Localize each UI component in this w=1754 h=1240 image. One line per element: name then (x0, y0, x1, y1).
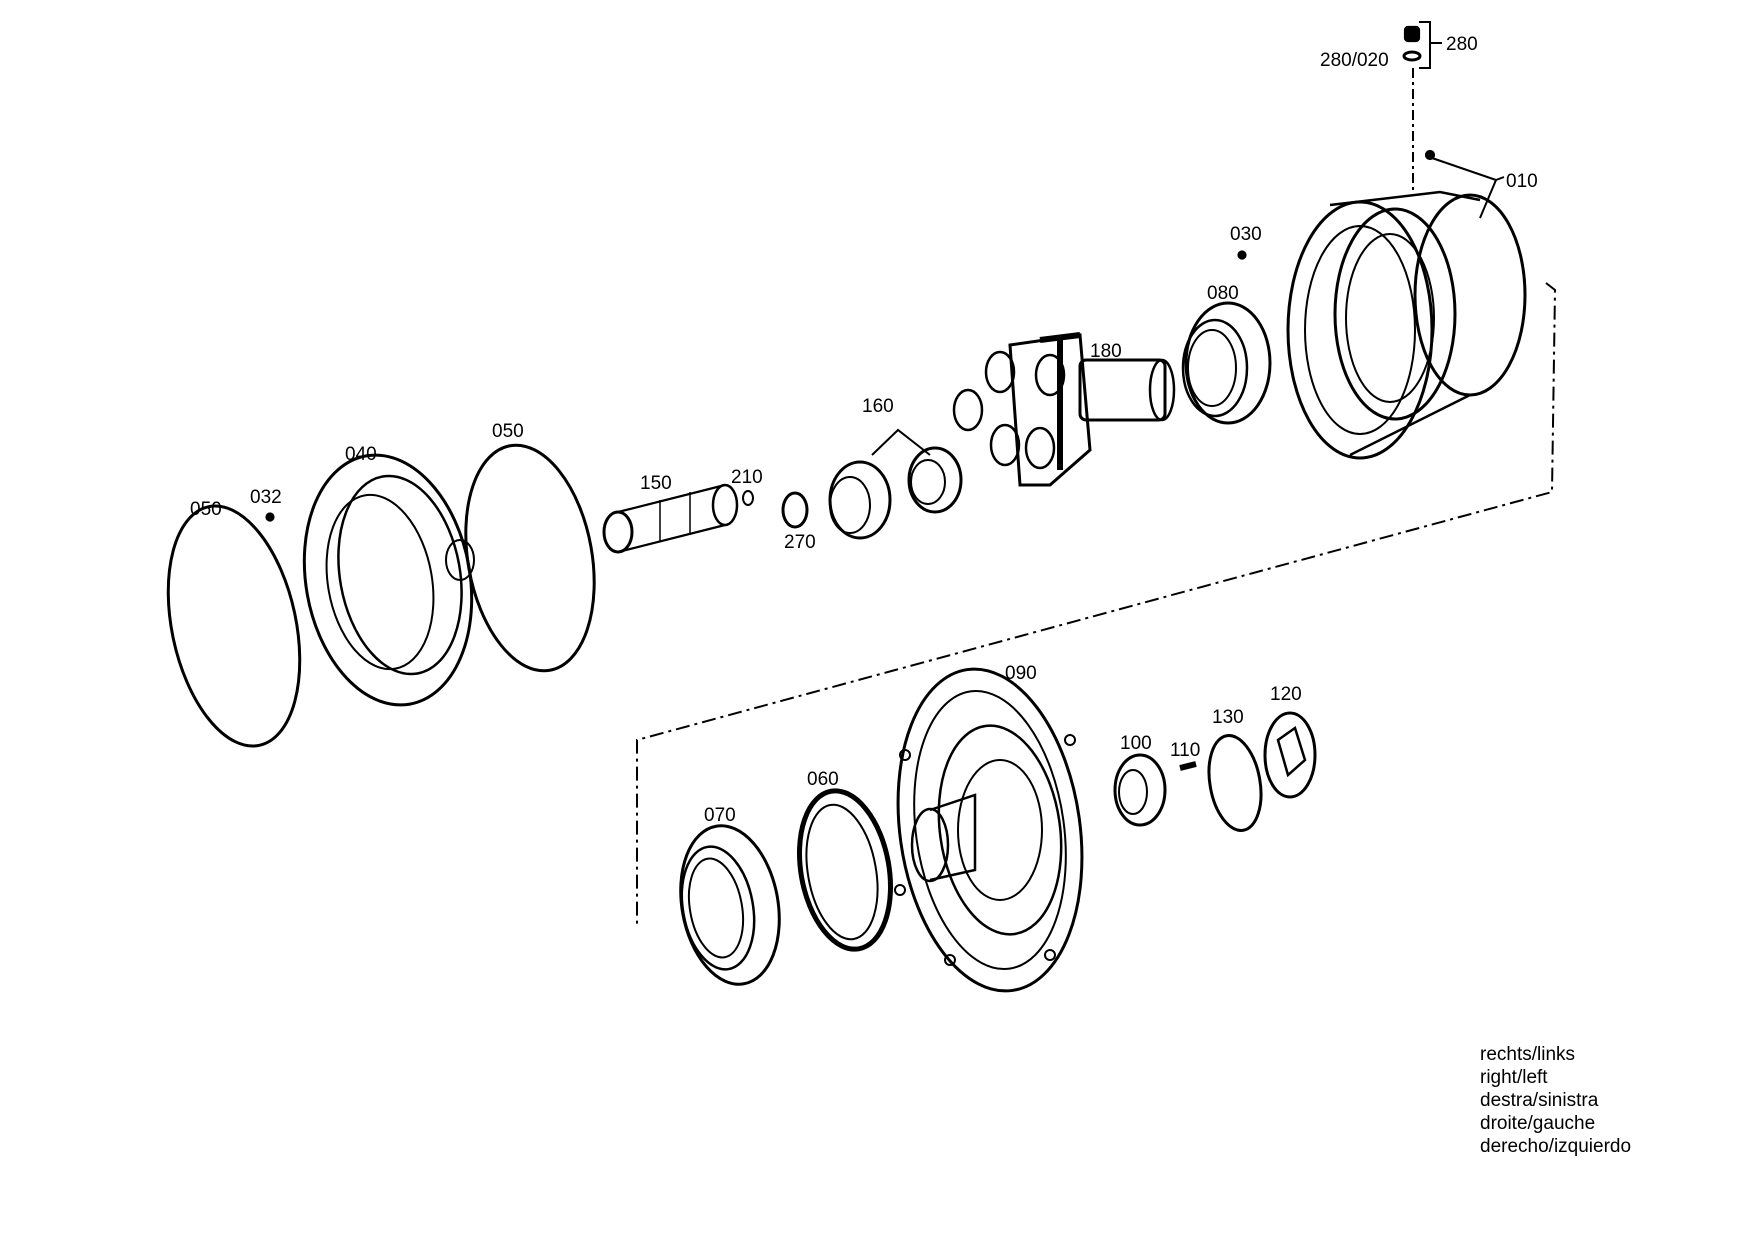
small-part-210 (742, 490, 754, 506)
label-050-right: 050 (492, 421, 524, 442)
label-150: 150 (640, 473, 672, 494)
label-130: 130 (1212, 707, 1244, 728)
label-070: 070 (704, 805, 736, 826)
housing-010 (1286, 149, 1527, 460)
label-280-020: 280/020 (1320, 50, 1389, 71)
bearing-080 (1181, 301, 1272, 425)
label-100: 100 (1120, 733, 1152, 754)
label-180: 180 (1090, 341, 1122, 362)
label-010: 010 (1506, 171, 1538, 192)
legend-line: destra/sinistra (1480, 1090, 1599, 1111)
assembly-boundary-line (636, 282, 1557, 925)
ring-gear-040 (302, 453, 475, 707)
label-270: 270 (784, 532, 816, 553)
snap-ring-130 (1207, 734, 1263, 832)
nut-100 (1113, 753, 1167, 827)
shaft-150 (602, 483, 739, 554)
pin-032 (265, 512, 275, 522)
o-ring-050-left (166, 504, 302, 748)
label-280: 280 (1446, 34, 1478, 55)
legend-line: right/left (1480, 1067, 1548, 1088)
label-050-left: 050 (190, 499, 222, 520)
leader-line-010 (1495, 176, 1505, 181)
label-120: 120 (1270, 684, 1302, 705)
label-032: 032 (250, 487, 282, 508)
label-110: 110 (1170, 740, 1200, 761)
plug-280 (1402, 21, 1442, 69)
planet-carrier-180 (952, 332, 1176, 487)
seal-060 (796, 788, 894, 952)
part-labels: 280 280/020 010 030 080 180 160 150 210 … (190, 34, 1538, 826)
label-090: 090 (1005, 663, 1037, 684)
label-160: 160 (862, 396, 894, 417)
cover-120 (1263, 711, 1317, 799)
legend-line: droite/gauche (1480, 1113, 1596, 1134)
label-210: 210 (731, 467, 763, 488)
needle-bearings-160 (828, 428, 963, 540)
label-030: 030 (1230, 224, 1262, 245)
label-080: 080 (1207, 283, 1239, 304)
label-060: 060 (807, 769, 839, 790)
label-040: 040 (345, 444, 377, 465)
pin-110 (1179, 761, 1197, 771)
legend-line: derecho/izquierdo (1480, 1136, 1632, 1157)
bearing-070 (679, 824, 781, 986)
wheel-hub-090 (894, 667, 1084, 993)
legend-line: rechts/links (1480, 1044, 1576, 1065)
side-legend: rechts/links right/left destra/sinistra … (1480, 1043, 1631, 1158)
snap-ring-270 (781, 491, 809, 529)
pin-030 (1237, 250, 1247, 260)
